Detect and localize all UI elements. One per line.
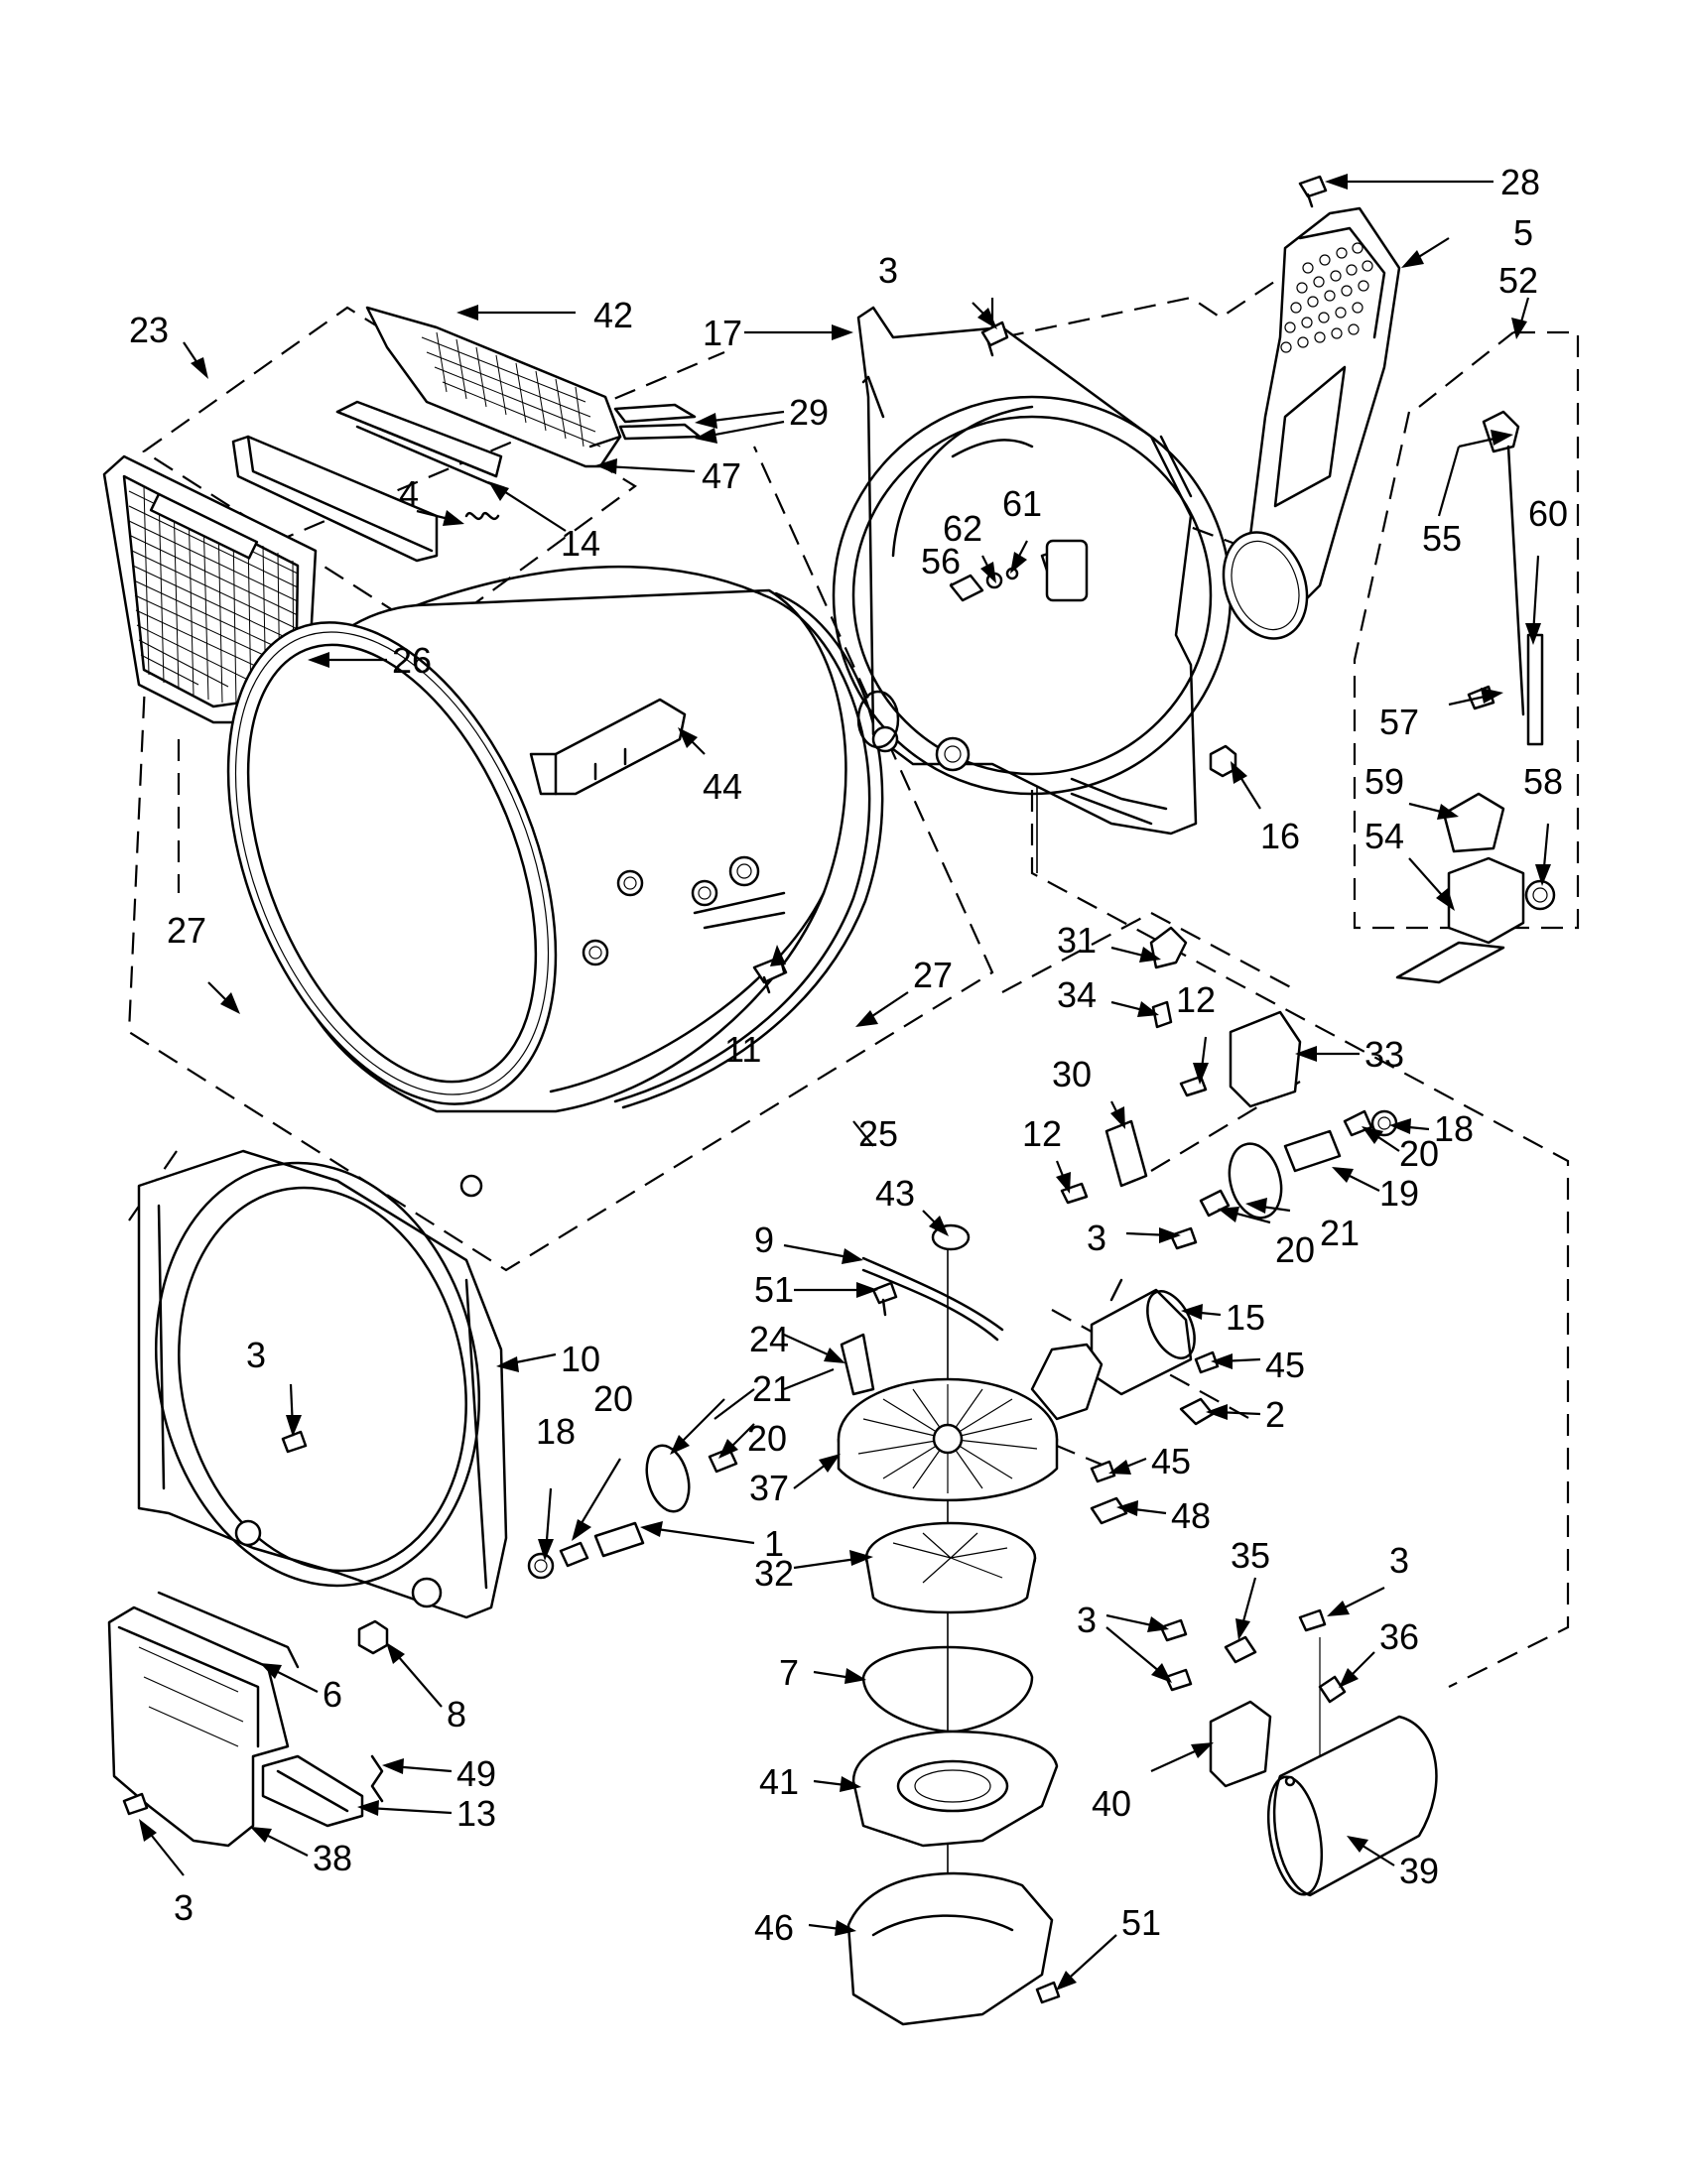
callout-41: 41 xyxy=(759,1761,799,1802)
callout-3-front: 3 xyxy=(246,1335,266,1375)
callout-20-left-upper: 20 xyxy=(593,1378,633,1419)
callout-36: 36 xyxy=(1379,1616,1419,1657)
callout-30: 30 xyxy=(1052,1054,1092,1094)
callout-38: 38 xyxy=(313,1838,352,1878)
callout-32: 32 xyxy=(754,1553,794,1594)
callout-47: 47 xyxy=(702,455,741,496)
burner-components xyxy=(1159,1608,1438,1897)
front-bulkhead xyxy=(137,1149,738,1828)
callout-28: 28 xyxy=(1500,162,1540,202)
blower-wheel-and-plates xyxy=(846,1521,1061,2026)
callout-40: 40 xyxy=(1092,1783,1131,1824)
callout-42: 42 xyxy=(593,295,633,335)
callout-44: 44 xyxy=(703,766,742,807)
callout-21-left: 21 xyxy=(752,1368,792,1409)
callout-3-burner-left: 3 xyxy=(1077,1600,1097,1640)
callout-3-bottom: 3 xyxy=(174,1887,194,1928)
callout-26: 26 xyxy=(392,640,432,681)
callout-21-right: 21 xyxy=(1320,1213,1360,1253)
callout-61: 61 xyxy=(1002,483,1042,524)
callout-31: 31 xyxy=(1057,920,1097,961)
blower-housing xyxy=(837,1223,1220,1525)
lint-duct xyxy=(107,1606,290,1848)
callout-39: 39 xyxy=(1399,1851,1439,1891)
callout-27-right: 27 xyxy=(913,955,953,995)
callout-3-burner-right: 3 xyxy=(1389,1540,1409,1581)
callout-29: 29 xyxy=(789,392,829,433)
callout-4: 4 xyxy=(399,473,419,514)
callout-49: 49 xyxy=(456,1753,496,1794)
callout-25: 25 xyxy=(858,1113,898,1154)
callout-48: 48 xyxy=(1171,1495,1211,1536)
callout-34: 34 xyxy=(1057,974,1097,1015)
callout-45-upper: 45 xyxy=(1265,1345,1305,1385)
callout-18-right: 18 xyxy=(1434,1108,1474,1149)
callout-13: 13 xyxy=(456,1793,496,1834)
callout-55: 55 xyxy=(1422,518,1462,559)
callout-56: 56 xyxy=(921,541,961,581)
callout-9: 9 xyxy=(754,1220,774,1260)
callout-3: 3 xyxy=(878,250,898,291)
callout-19: 19 xyxy=(1379,1173,1419,1214)
callout-11: 11 xyxy=(724,1029,761,1070)
callout-20-right-upper: 20 xyxy=(1399,1133,1439,1174)
callout-16: 16 xyxy=(1260,816,1300,856)
callout-12-lower: 12 xyxy=(1022,1113,1062,1154)
callout-20-left-lower: 20 xyxy=(747,1418,787,1459)
callout-37: 37 xyxy=(749,1468,789,1508)
callout-62: 62 xyxy=(943,508,982,549)
callout-54: 54 xyxy=(1364,816,1404,856)
dryer-drum xyxy=(226,565,884,1198)
callout-24: 24 xyxy=(749,1319,789,1359)
callout-5: 5 xyxy=(1513,212,1533,253)
callout-7: 7 xyxy=(779,1652,799,1693)
callout-8: 8 xyxy=(447,1694,466,1734)
callout-10: 10 xyxy=(561,1339,600,1379)
callout-27-left: 27 xyxy=(167,910,206,951)
callout-6: 6 xyxy=(323,1674,342,1715)
callout-23: 23 xyxy=(129,310,169,350)
callout-58: 58 xyxy=(1523,761,1563,802)
rear-bulkhead xyxy=(832,306,1237,835)
callout-1: 1 xyxy=(764,1523,784,1564)
callout-45-lower: 45 xyxy=(1151,1441,1191,1481)
callout-12-upper: 12 xyxy=(1176,979,1216,1020)
callout-52: 52 xyxy=(1498,260,1538,301)
callout-15: 15 xyxy=(1226,1297,1265,1338)
callout-51-lower: 51 xyxy=(1121,1902,1161,1943)
control-components xyxy=(1060,926,1398,1250)
callout-43: 43 xyxy=(875,1173,915,1214)
callout-20-right-lower: 20 xyxy=(1275,1229,1315,1270)
lint-filter-housing xyxy=(231,306,702,563)
callout-59: 59 xyxy=(1364,761,1404,802)
callout-46: 46 xyxy=(754,1907,794,1948)
callout-3-control: 3 xyxy=(1087,1218,1106,1258)
burner-tube xyxy=(1090,1278,1196,1396)
callout-57: 57 xyxy=(1379,702,1419,742)
exhaust-duct xyxy=(1222,175,1401,640)
part-callout-labels: 28 5 52 3 42 23 17 29 47 4 14 55 60 62 6… xyxy=(129,162,1568,1948)
callout-51-upper: 51 xyxy=(754,1269,794,1310)
callout-60: 60 xyxy=(1528,493,1568,534)
callout-2: 2 xyxy=(1265,1394,1285,1435)
callout-33: 33 xyxy=(1364,1034,1404,1075)
callout-35: 35 xyxy=(1231,1535,1270,1576)
callout-17: 17 xyxy=(703,313,742,353)
callout-14: 14 xyxy=(561,523,600,564)
leader-arrows xyxy=(139,174,1551,1991)
callout-18-left: 18 xyxy=(536,1411,576,1452)
